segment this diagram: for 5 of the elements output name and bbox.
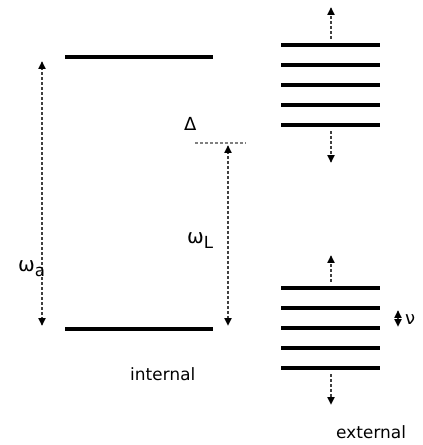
caption-text: external (336, 425, 406, 442)
frequency-label: ω$_{L}$ (187, 226, 214, 252)
delta-symbol: Δ (184, 116, 196, 134)
caption-text: internal (130, 367, 196, 384)
frequency-label: ν (405, 310, 416, 328)
